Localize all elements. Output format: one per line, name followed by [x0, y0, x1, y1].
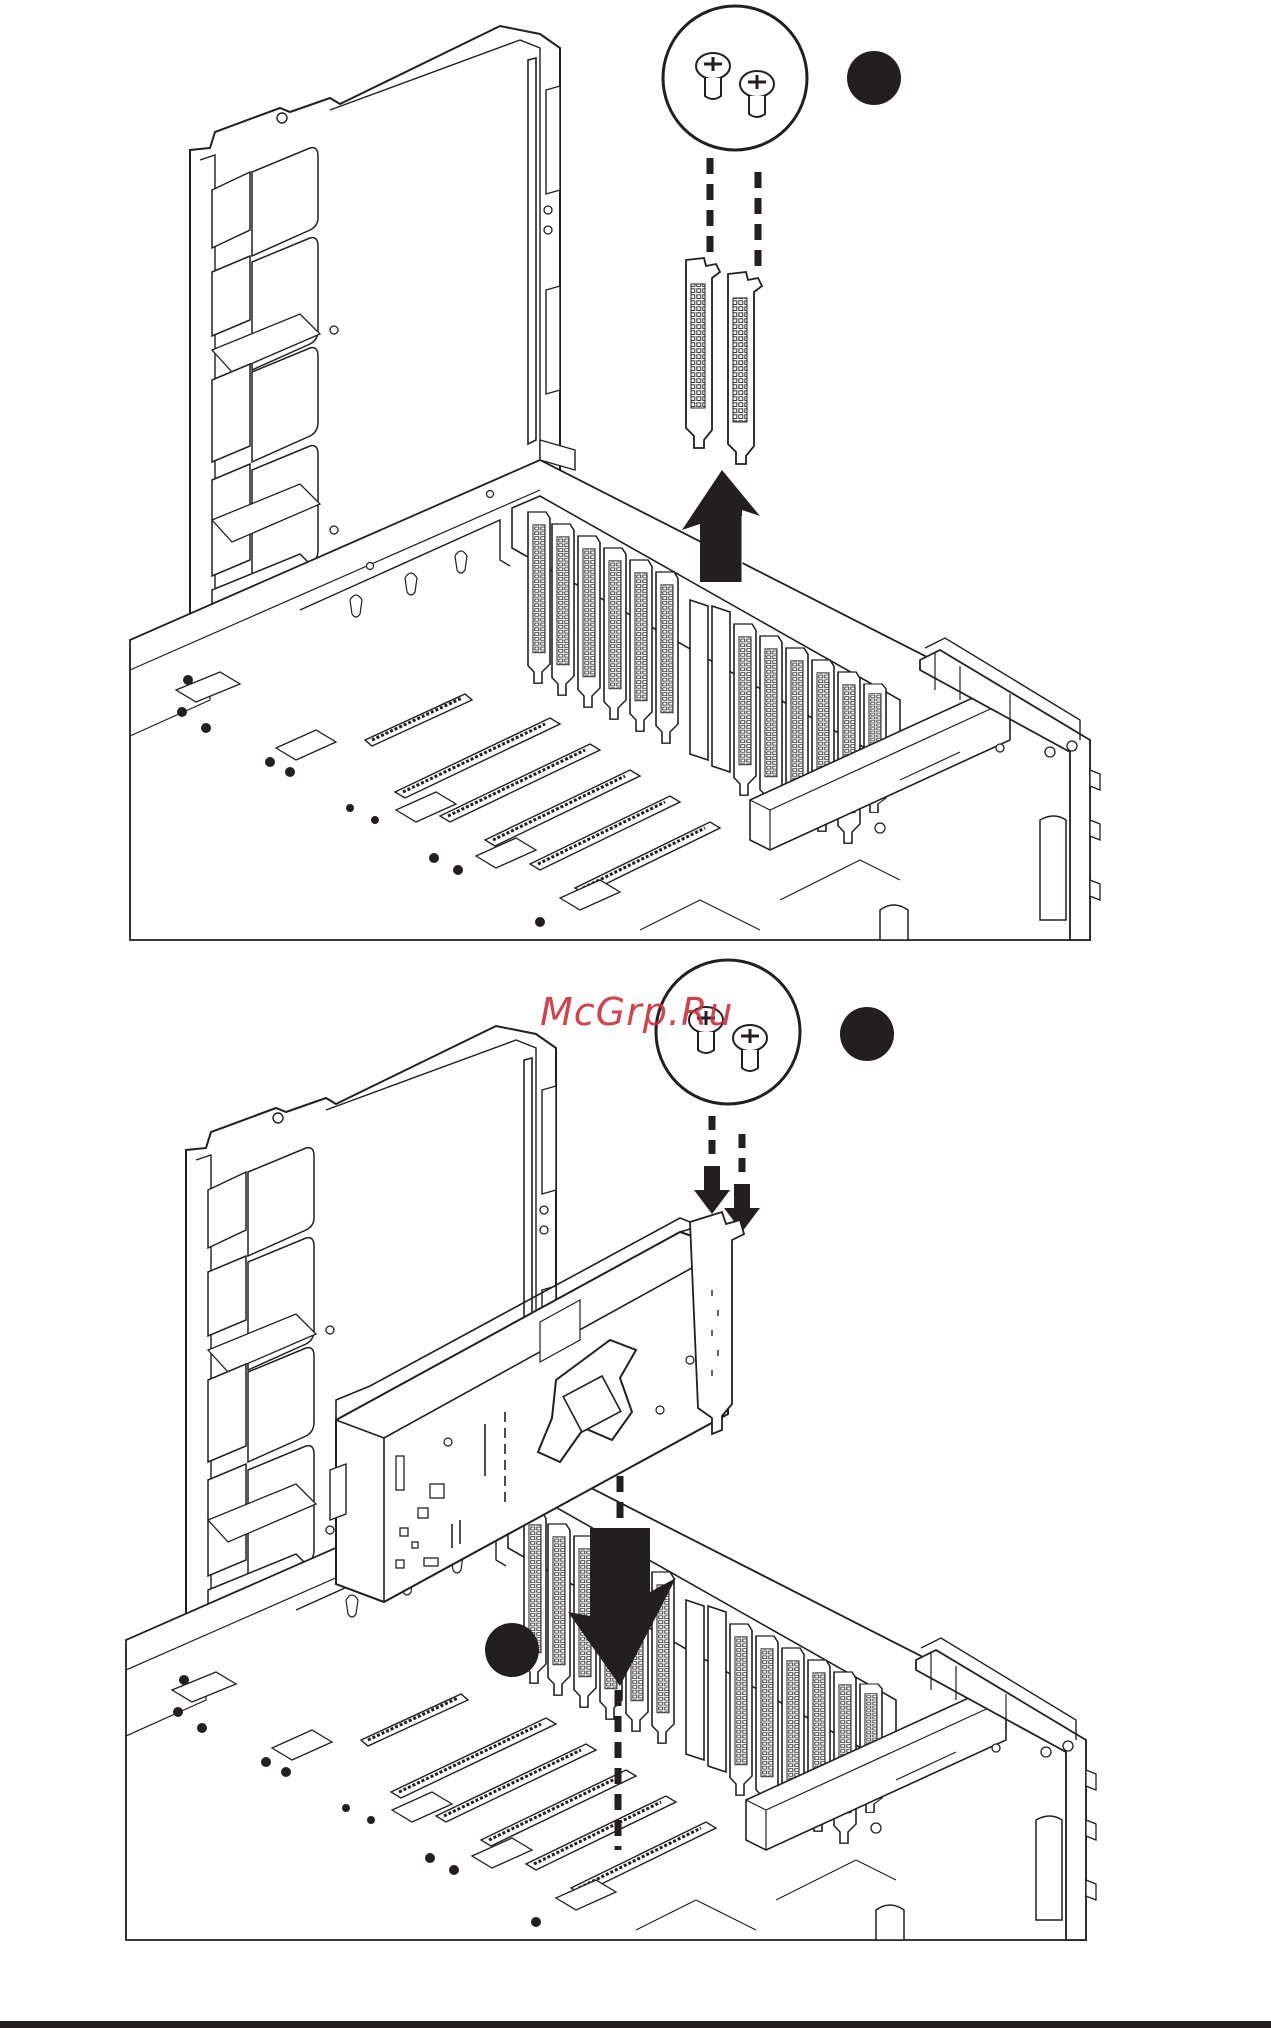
guide-lines-top — [710, 158, 758, 276]
step-install-gpu — [126, 960, 1096, 1940]
arrow-down-small-icon — [694, 1166, 730, 1214]
chassis-view-bottom — [126, 1026, 1096, 1940]
step-marker-bottom — [840, 1007, 894, 1061]
chassis-view-top — [130, 26, 1100, 940]
step-remove-brackets — [130, 6, 1100, 940]
step-marker-bottom-2 — [485, 1623, 539, 1677]
page-bottom-rule — [0, 2021, 1271, 2028]
watermark: McGrp.Ru — [540, 990, 733, 1034]
step-marker-top — [847, 51, 901, 105]
removed-brackets — [686, 258, 762, 464]
screw-callout-top — [663, 6, 807, 150]
